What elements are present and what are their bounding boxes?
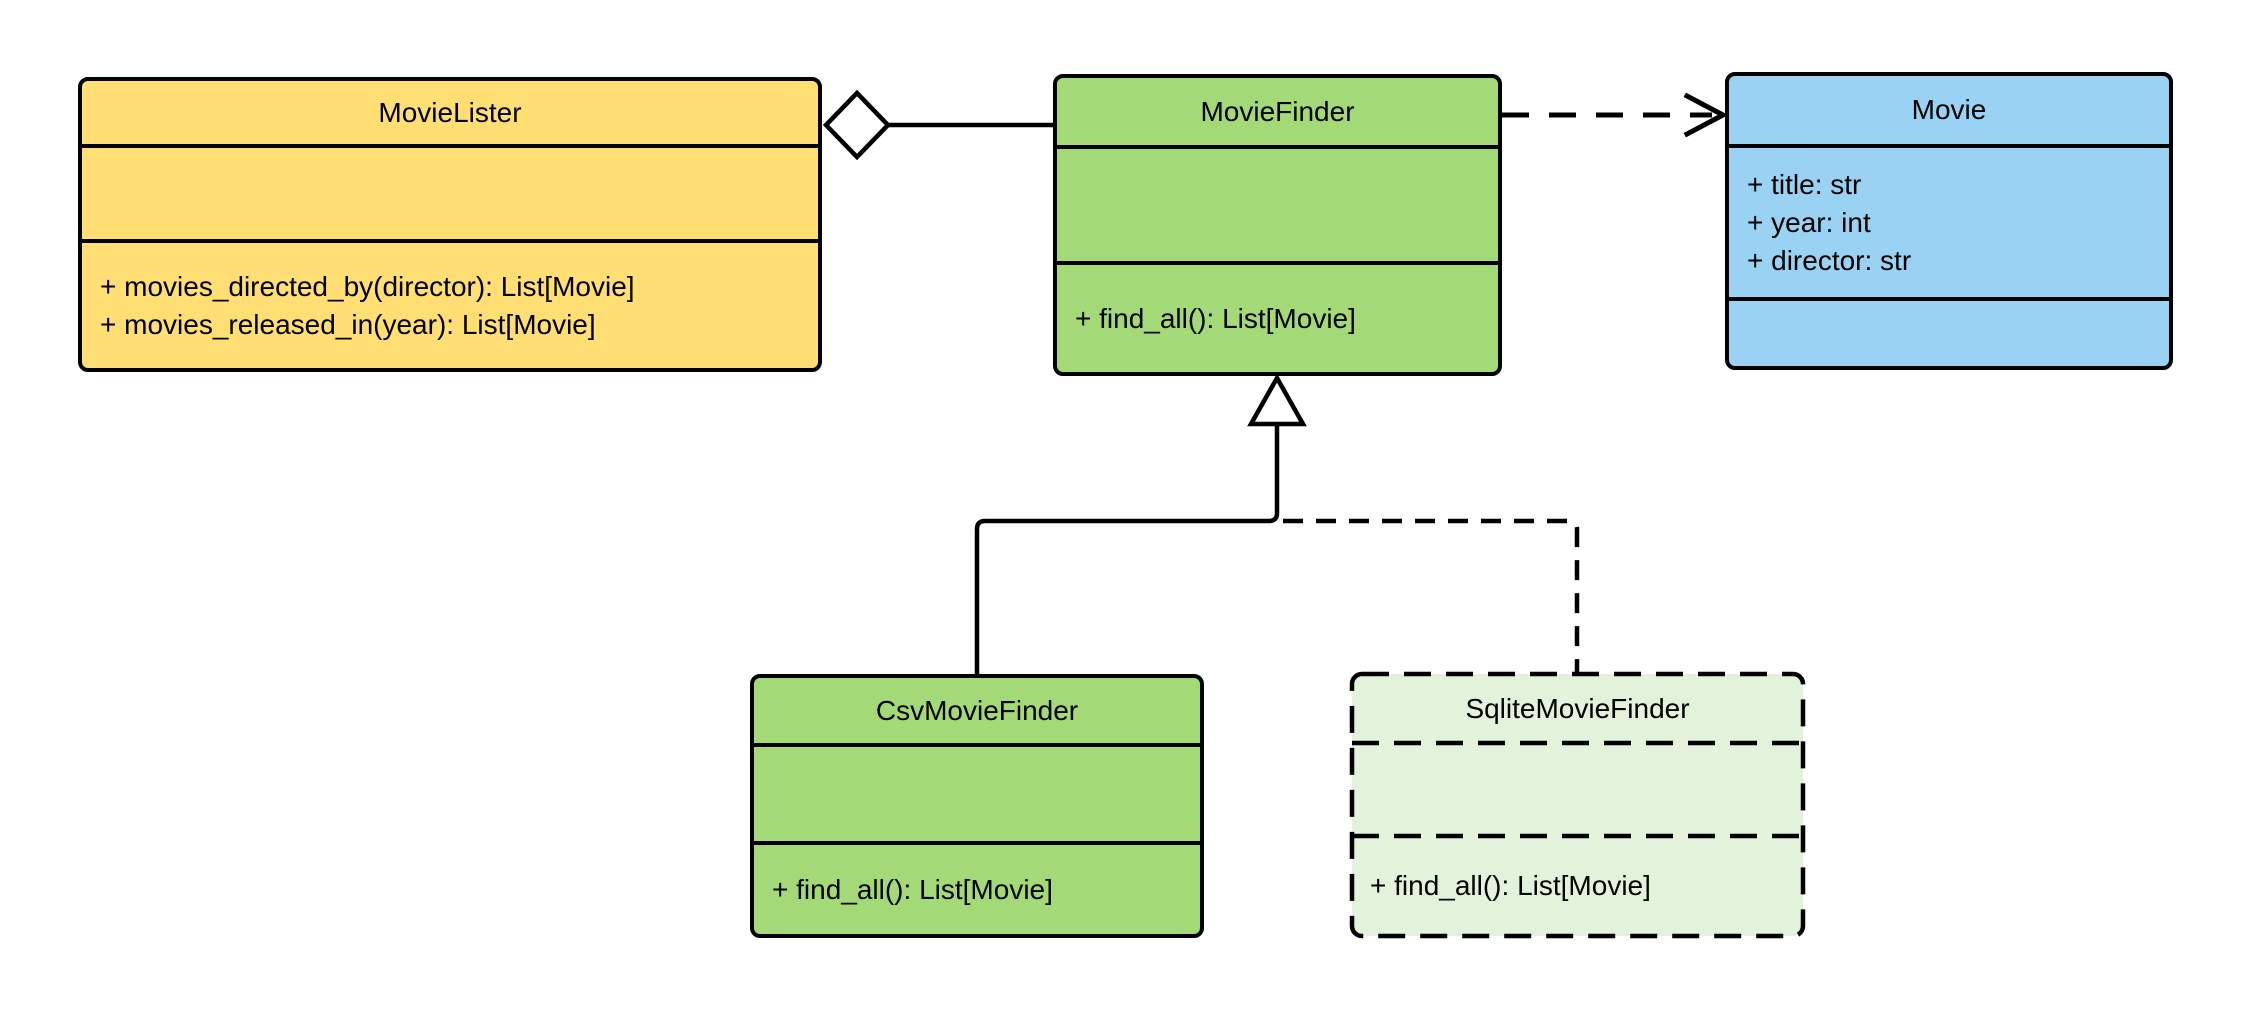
attributes-compartment	[754, 747, 1200, 845]
member-line: + director: str	[1747, 244, 1912, 276]
generalization-dashed-link[interactable]	[1283, 518, 1580, 676]
member-line: + title: str	[1747, 168, 1862, 200]
class-moviefinder[interactable]: MovieFinder + find_all(): List[Movie]	[1053, 74, 1502, 376]
class-name: Movie	[1911, 94, 1987, 125]
title-compartment: MovieLister	[82, 81, 818, 148]
methods-compartment: + find_all(): List[Movie]	[1057, 265, 1498, 372]
member-line: + find_all(): List[Movie]	[1370, 870, 1651, 901]
open-arrowhead-icon	[1683, 92, 1729, 138]
class-name: MovieLister	[378, 96, 522, 128]
dependency-link[interactable]	[1502, 92, 1729, 138]
title-compartment: MovieFinder	[1057, 78, 1498, 149]
open-diamond-icon	[822, 89, 892, 161]
class-name: SqliteMovieFinder	[1465, 692, 1690, 724]
member-line: + movies_released_in(year): List[Movie]	[100, 308, 596, 340]
class-csvmoviefinder[interactable]: CsvMovieFinder + find_all(): List[Movie]	[750, 674, 1204, 938]
member-line: + movies_directed_by(director): List[Mov…	[100, 270, 635, 302]
generalization-dashed-line	[1283, 518, 1580, 676]
member-line: + find_all(): List[Movie]	[772, 873, 1053, 905]
aggregation-link[interactable]	[822, 89, 1057, 161]
member-line: + year: int	[1747, 206, 1871, 238]
attributes-compartment: + title: str + year: int + director: str	[1729, 148, 2169, 301]
class-name: CsvMovieFinder	[875, 694, 1079, 726]
title-compartment: CsvMovieFinder	[754, 678, 1200, 747]
methods-compartment	[1729, 301, 2169, 366]
attributes-compartment	[1352, 743, 1803, 836]
generalization-solid-line	[974, 424, 1280, 676]
class-sqlitemoviefinder[interactable]: SqliteMovieFinder + find_all(): List[Mov…	[1352, 674, 1803, 936]
generalization-solid-link[interactable]	[974, 373, 1307, 676]
class-movie[interactable]: Movie + title: str + year: int + director:…	[1725, 72, 2173, 370]
member-line: + find_all(): List[Movie]	[1075, 302, 1356, 334]
hollow-triangle-icon	[1247, 373, 1307, 427]
attributes-compartment	[1057, 149, 1498, 265]
title-compartment: SqliteMovieFinder	[1352, 674, 1803, 743]
methods-compartment: + find_all(): List[Movie]	[754, 845, 1200, 934]
class-name: MovieFinder	[1200, 95, 1355, 127]
attributes-compartment	[82, 148, 818, 243]
class-movielister[interactable]: MovieLister + movies_directed_by(directo…	[78, 77, 822, 372]
methods-compartment: + movies_directed_by(director): List[Mov…	[82, 243, 818, 368]
title-compartment: Movie	[1729, 76, 2169, 148]
methods-compartment: + find_all(): List[Movie]	[1352, 836, 1803, 936]
